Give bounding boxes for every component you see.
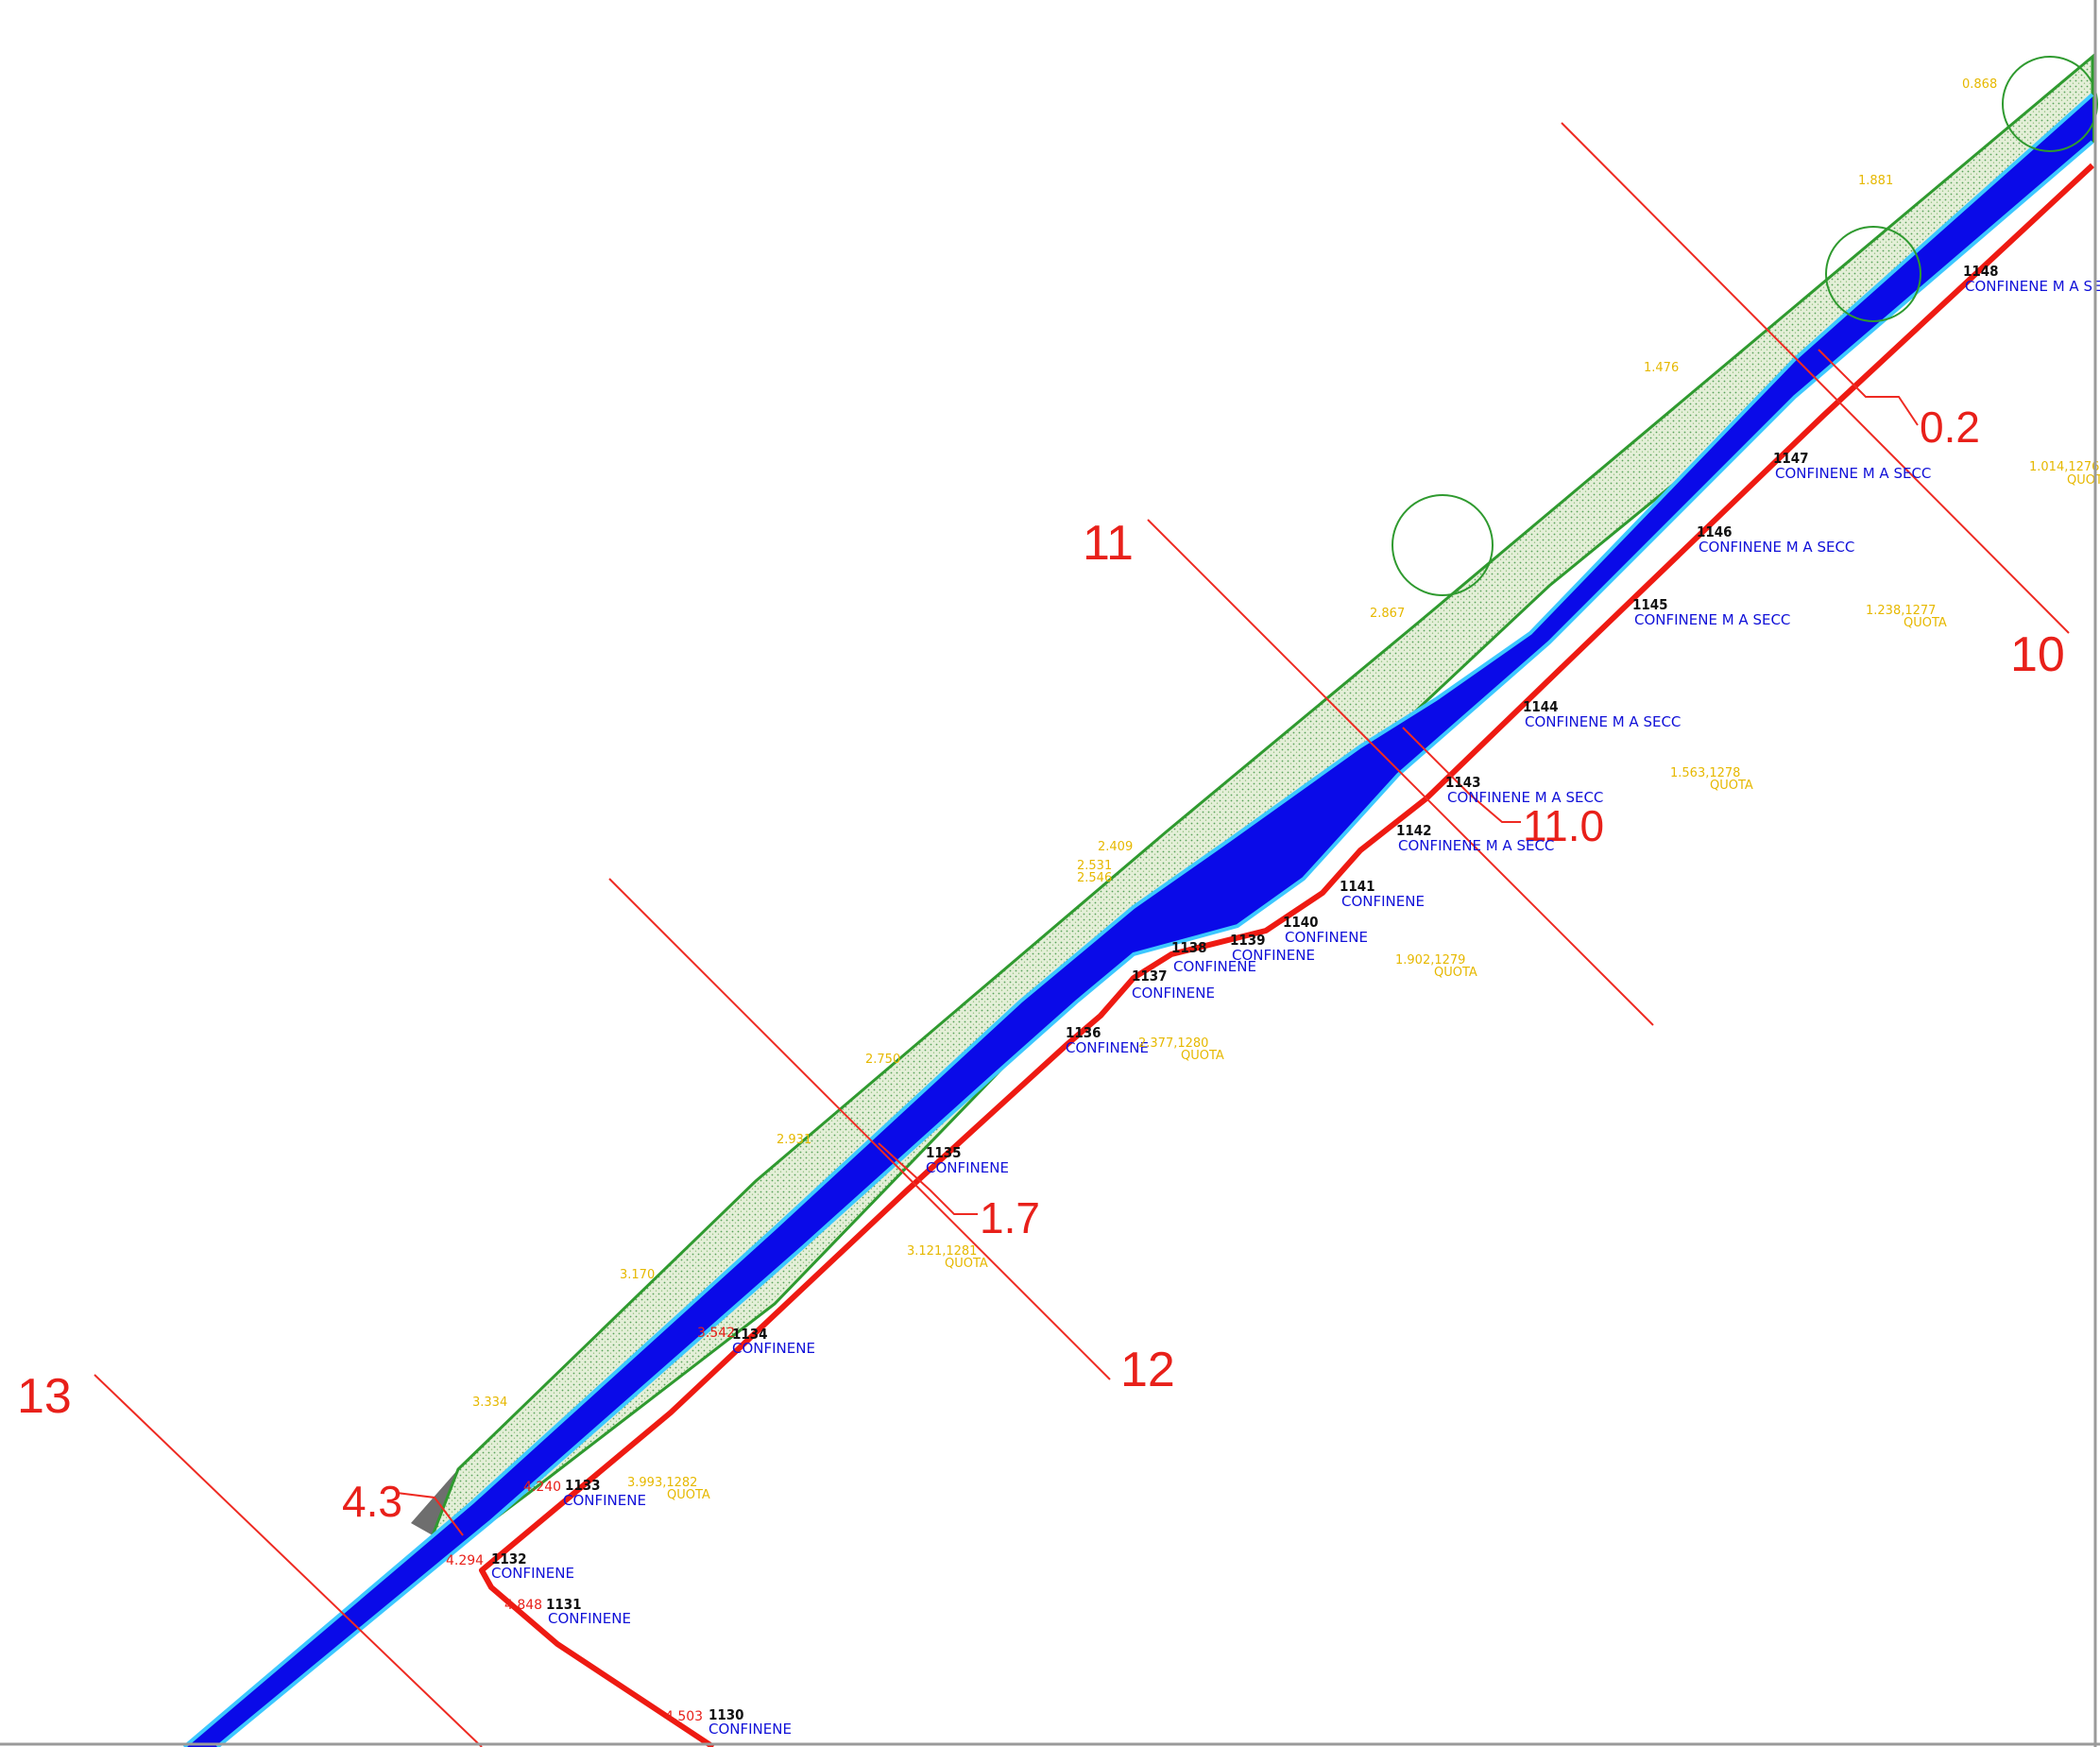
point-description: CONFINENE xyxy=(1285,929,1368,946)
channel-edge-lower xyxy=(215,140,2094,1747)
quota-value: 1.902,1279 xyxy=(1395,953,1465,968)
tree-circle xyxy=(2002,56,2098,152)
point-id: 1133 xyxy=(565,1477,601,1494)
point-description: CONFINENE xyxy=(732,1340,815,1357)
point-description: CONFINENE xyxy=(709,1721,792,1738)
elevation-value: 2.750 xyxy=(865,1053,900,1067)
point-id: 1138 xyxy=(1171,939,1207,956)
point-id: 1143 xyxy=(1445,774,1481,791)
elevation-value: 3.170 xyxy=(620,1268,655,1282)
dimension-value: 1.7 xyxy=(980,1193,1040,1242)
point-id: 1136 xyxy=(1066,1024,1101,1041)
elevation-value: 1.881 xyxy=(1858,174,1893,188)
point-id: 1148 xyxy=(1963,263,1999,280)
section-label: 12 xyxy=(1120,1343,1175,1397)
dimension-leader xyxy=(878,1142,978,1215)
quota-label: QUOTA xyxy=(2067,473,2100,488)
point-id: 1141 xyxy=(1340,878,1375,895)
point-id: 1140 xyxy=(1283,914,1319,931)
point-id: 1132 xyxy=(491,1550,527,1567)
quota-value: 1.563,1278 xyxy=(1670,766,1740,780)
channel-edge-upper xyxy=(182,93,2094,1747)
section-line-10 xyxy=(1561,122,2070,634)
section-label: 10 xyxy=(2010,627,2065,682)
tree-circle xyxy=(1391,494,1494,596)
point-id: 1135 xyxy=(926,1144,962,1161)
elevation-value: 3.334 xyxy=(472,1396,507,1410)
point-description: CONFINENE M A SECC xyxy=(1699,539,1854,556)
section-line-12 xyxy=(608,878,1111,1380)
point-id: 1146 xyxy=(1697,523,1733,540)
red-value: 4.848 xyxy=(504,1598,542,1613)
red-value: 4.240 xyxy=(523,1480,561,1495)
point-description: CONFINENE xyxy=(1066,1039,1149,1056)
dimension-value: 0.2 xyxy=(1920,402,1980,452)
elevation-value: 2.531 xyxy=(1077,859,1112,873)
point-id: 1139 xyxy=(1230,932,1266,949)
quota-value: 1.238,1277 xyxy=(1866,604,1936,618)
dimension-leader xyxy=(1818,349,1919,426)
dimension-leader xyxy=(1402,727,1521,823)
channel-body xyxy=(184,94,2092,1747)
point-description: CONFINENE xyxy=(563,1492,646,1509)
quota-value: 2.377,1280 xyxy=(1138,1036,1208,1051)
dimension-value: 4.3 xyxy=(342,1477,402,1526)
point-id: 1144 xyxy=(1523,698,1559,715)
red-value: 4.503 xyxy=(665,1709,703,1724)
elevation-value: 1.476 xyxy=(1644,361,1679,375)
point-description: CONFINENE M A SECC xyxy=(1447,789,1603,806)
point-description: CONFINENE xyxy=(1232,947,1315,964)
elevation-value: 2.867 xyxy=(1370,607,1405,621)
quota-label: QUOTA xyxy=(1710,779,1753,793)
point-description: CONFINENE xyxy=(491,1565,574,1582)
elevation-value: 0.868 xyxy=(1962,77,1997,92)
elevation-value: 2.409 xyxy=(1098,840,1133,854)
section-line-13 xyxy=(94,1374,483,1747)
section-label: 13 xyxy=(17,1369,72,1424)
point-description: CONFINENE xyxy=(1341,893,1425,910)
point-description: CONFINENE xyxy=(1173,958,1256,975)
point-description: CONFINENE M A SECC xyxy=(1398,837,1554,854)
quota-label: QUOTA xyxy=(667,1488,710,1502)
tree-circle xyxy=(1825,226,1921,322)
property-boundary xyxy=(479,163,2095,1747)
quota-value: 3.993,1282 xyxy=(627,1476,697,1490)
point-id: 1145 xyxy=(1632,596,1668,613)
quota-label: QUOTA xyxy=(1434,966,1477,980)
quota-value: 1.014,1276 xyxy=(2029,460,2099,474)
point-description: CONFINENE M A SEC xyxy=(1965,278,2100,295)
point-description: CONFINENE xyxy=(926,1159,1009,1176)
elevation-value: 2.546 xyxy=(1077,871,1112,885)
point-id: 1134 xyxy=(732,1326,768,1343)
point-description: CONFINENE xyxy=(1132,985,1215,1002)
point-description: CONFINENE M A SECC xyxy=(1775,465,1931,482)
elevation-value: 2.931 xyxy=(777,1133,811,1147)
quota-label: QUOTA xyxy=(1904,616,1947,630)
red-value: 4.294 xyxy=(446,1553,484,1568)
point-id: 1142 xyxy=(1396,822,1432,839)
dimension-value: 11.0 xyxy=(1523,801,1604,850)
quota-label: QUOTA xyxy=(945,1257,988,1271)
section-line-11 xyxy=(1147,519,1654,1026)
point-id: 1131 xyxy=(546,1596,582,1613)
dimension-leader xyxy=(396,1492,464,1536)
point-description: CONFINENE M A SECC xyxy=(1634,611,1790,628)
point-id: 1137 xyxy=(1132,968,1168,985)
point-id: 1130 xyxy=(709,1706,744,1723)
point-description: CONFINENE M A SECC xyxy=(1525,713,1681,730)
point-description: CONFINENE xyxy=(548,1610,631,1627)
section-label: 11 xyxy=(1083,516,1134,571)
quota-value: 3.121,1281 xyxy=(907,1244,977,1259)
red-value: 3.542 xyxy=(697,1326,735,1341)
point-id: 1147 xyxy=(1773,450,1809,467)
quota-label: QUOTA xyxy=(1181,1049,1224,1063)
